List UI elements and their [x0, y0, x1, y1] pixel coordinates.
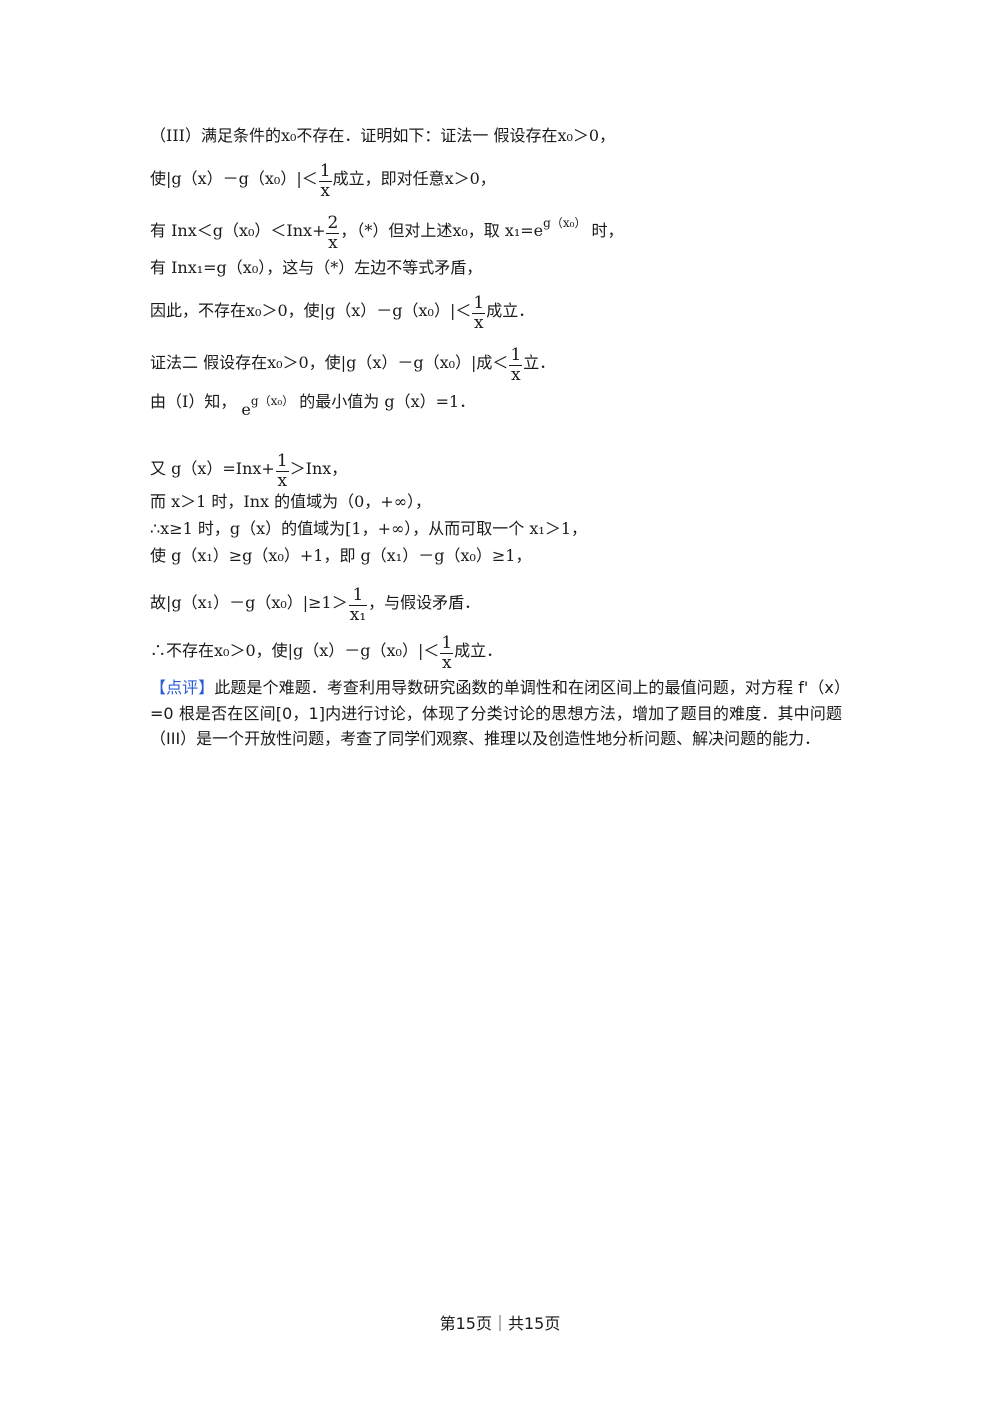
line-text: 由（I）知， [150, 392, 237, 411]
numerator: 2 [326, 213, 340, 234]
numerator: 1 [348, 586, 368, 606]
comment-paragraph: 【点评】此题是个难题．考查利用导数研究函数的单调性和在闭区间上的最值问题，对方程… [150, 675, 842, 752]
page-footer: 第15页｜共15页 [439, 1314, 561, 1333]
denominator: x [277, 471, 288, 491]
denominator: x [473, 313, 484, 333]
line-text: 时， [586, 221, 624, 240]
line-text: ，与假设矛盾． [368, 593, 481, 612]
denominator: x [328, 233, 338, 253]
line-text: 又 g（x）=Inx+ [150, 459, 275, 478]
comment-tag: 【点评】 [150, 678, 215, 697]
numerator: 1 [472, 293, 486, 314]
line-text: 成立，即对任意x＞0， [332, 169, 496, 188]
numerator: 1 [509, 345, 523, 366]
line-text: （III）满足条件的x₀不存在．证明如下：证法一 假设存在x₀＞0， [150, 126, 616, 145]
denominator: x [320, 181, 330, 201]
line-text: 立． [523, 353, 556, 372]
line-text: ，（*）但对上述x₀，取 x₁=e [340, 221, 544, 240]
line-text: 有 Inx₁=g（x₀），这与（*）左边不等式矛盾， [150, 258, 483, 277]
line-11: 使 g（x₁）≥g（x₀）+1，即 g（x₁）－g（x₀）≥1， [150, 546, 531, 566]
line-text: ∴不存在x₀＞0，使|g（x）－g（x₀）|＜ [150, 641, 440, 660]
line-text: 使|g（x）－g（x₀）|＜ [150, 169, 318, 188]
line-text: 的最小值为 g（x）=1． [299, 392, 476, 411]
denominator: x [511, 365, 521, 385]
numerator: 1 [275, 451, 289, 472]
line-7: 由（I）知， eg（x₀） 的最小值为 g（x）=1． [150, 392, 476, 419]
exponent: g（x₀） [543, 216, 587, 230]
line-text: 使 g（x₁）≥g（x₀）+1，即 g（x₁）－g（x₀）≥1， [150, 546, 532, 565]
line-4: 有 Inx₁=g（x₀），这与（*）左边不等式矛盾， [150, 258, 482, 278]
denominator: x₁ [349, 605, 367, 625]
exponent: g（x₀） [250, 394, 295, 408]
line-text: 而 x＞1 时，Inx 的值域为（0，+∞）， [150, 492, 432, 511]
line-text: 成立． [454, 641, 503, 660]
line-10: ∴x≥1 时，g（x）的值域为[1，+∞），从而可取一个 x₁＞1， [150, 519, 587, 539]
line-text: 证法二 假设存在x₀＞0，使|g（x）－g（x₀）|成＜ [150, 353, 509, 372]
numerator: 1 [318, 161, 332, 182]
denominator: x [441, 653, 452, 673]
comment-text: 此题是个难题．考查利用导数研究函数的单调性和在闭区间上的最值问题，对方程 f'（… [150, 678, 842, 748]
line-text: 有 Inx＜g（x₀）＜Inx+ [150, 221, 326, 240]
line-9: 而 x＞1 时，Inx 的值域为（0，+∞）， [150, 492, 431, 512]
line-text: ∴x≥1 时，g（x）的值域为[1，+∞），从而可取一个 x₁＞1， [150, 519, 588, 538]
numerator: 1 [440, 633, 454, 654]
line-text: 因此，不存在x₀＞0，使|g（x）－g（x₀）|＜ [150, 301, 472, 320]
base-e: e [241, 400, 251, 419]
line-text: ＞Inx， [289, 459, 348, 478]
line-text: 成立． [486, 301, 535, 320]
line-text: 故|g（x₁）－g（x₀）|≥1＞ [150, 593, 348, 612]
line-1: （III）满足条件的x₀不存在．证明如下：证法一 假设存在x₀＞0， [150, 126, 615, 146]
